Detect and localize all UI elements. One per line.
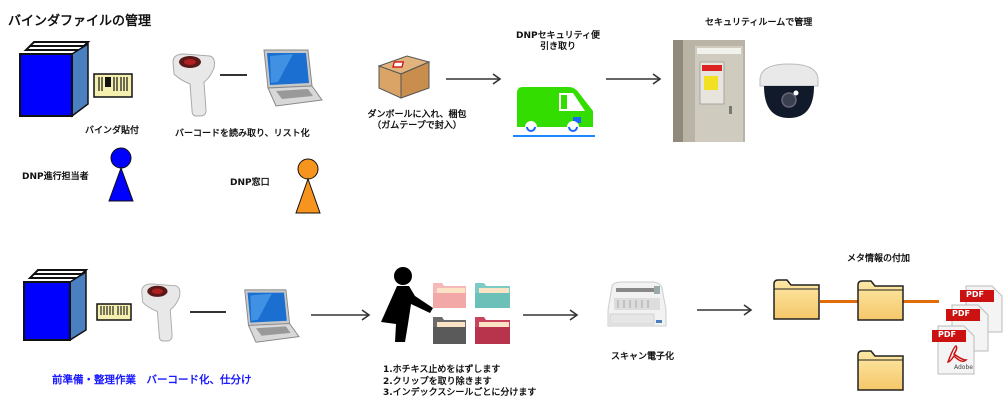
person-dnp-manager-icon [108, 147, 134, 202]
folder-connector-line [903, 300, 939, 303]
step-item: 1.ホチキス止めをはずします [383, 365, 501, 375]
pdf-badge: PDF [966, 290, 984, 299]
security-room-photo [673, 40, 745, 142]
person-dnp-window-icon [295, 158, 321, 214]
scan-list-label: バーコードを読み取り、リスト化 [175, 129, 310, 139]
binder-icon [19, 41, 91, 118]
folder-icon [857, 280, 904, 321]
diagram-title: バインダファイルの管理 [8, 14, 152, 29]
meta-info-label: メタ情報の付加 [847, 254, 911, 264]
barcode-label-icon [93, 73, 133, 98]
person-sorting-icon [381, 267, 433, 342]
folder-icon [857, 350, 904, 391]
pdf-files-stack: PDF PDF PDF Adobe [930, 284, 1006, 384]
colored-folders-icon [433, 283, 510, 344]
connector-line [190, 311, 226, 313]
barcode-label-icon [96, 303, 132, 321]
truck-label: DNPセキュリティ便 引き取り [508, 31, 608, 54]
security-truck-icon [513, 87, 595, 137]
arrow-right-icon [697, 304, 753, 316]
barcode-scanner-icon [141, 283, 181, 342]
truck-label-line1: DNPセキュリティ便 [515, 31, 601, 41]
binder-icon [23, 269, 89, 342]
folder-connector-line [820, 300, 860, 303]
arrow-right-icon [446, 73, 502, 85]
cardboard-box-icon [377, 55, 431, 99]
prep-work-label: 前準備・整理作業 バーコード化、仕分け [52, 374, 252, 386]
laptop-icon [244, 289, 300, 343]
arrow-right-icon [606, 73, 662, 85]
security-room-label: セキュリティルームで管理 [705, 18, 813, 28]
arrow-right-icon [311, 309, 371, 321]
binder-label: バインダ貼付 [85, 126, 140, 136]
person-dnp-manager-label: DNP進行担当者 [22, 172, 89, 182]
box-label-line2: （ガムテープで封入） [372, 121, 462, 132]
connector-line [220, 74, 247, 76]
step-item: 2.クリップを取り除きます [383, 376, 492, 387]
folder-icon [773, 279, 820, 320]
step-item: 3.インデックスシールごとに分けます [383, 388, 537, 399]
adobe-text: Adobe [954, 364, 973, 371]
box-label: ダンボールに入れ、梱包 （ガムテープで封入） [367, 110, 467, 133]
barcode-scanner-icon [172, 53, 215, 117]
pdf-badge: PDF [938, 330, 956, 339]
pdf-badge: PDF [952, 309, 970, 318]
scan-digitize-label: スキャン電子化 [611, 352, 675, 362]
pdf-file-icon [932, 325, 975, 375]
arrow-right-icon [523, 309, 579, 321]
box-label-line1: ダンボールに入れ、梱包 [367, 110, 467, 120]
document-scanner-icon [607, 281, 667, 327]
security-camera-icon [759, 63, 819, 118]
steps-list: 1.ホチキス止めをはずします 2.クリップを取り除きます 3.インデックスシール… [383, 365, 536, 400]
laptop-icon [263, 49, 323, 107]
person-dnp-window-label: DNP窓口 [230, 178, 270, 188]
truck-label-line2: 引き取り [539, 42, 576, 53]
